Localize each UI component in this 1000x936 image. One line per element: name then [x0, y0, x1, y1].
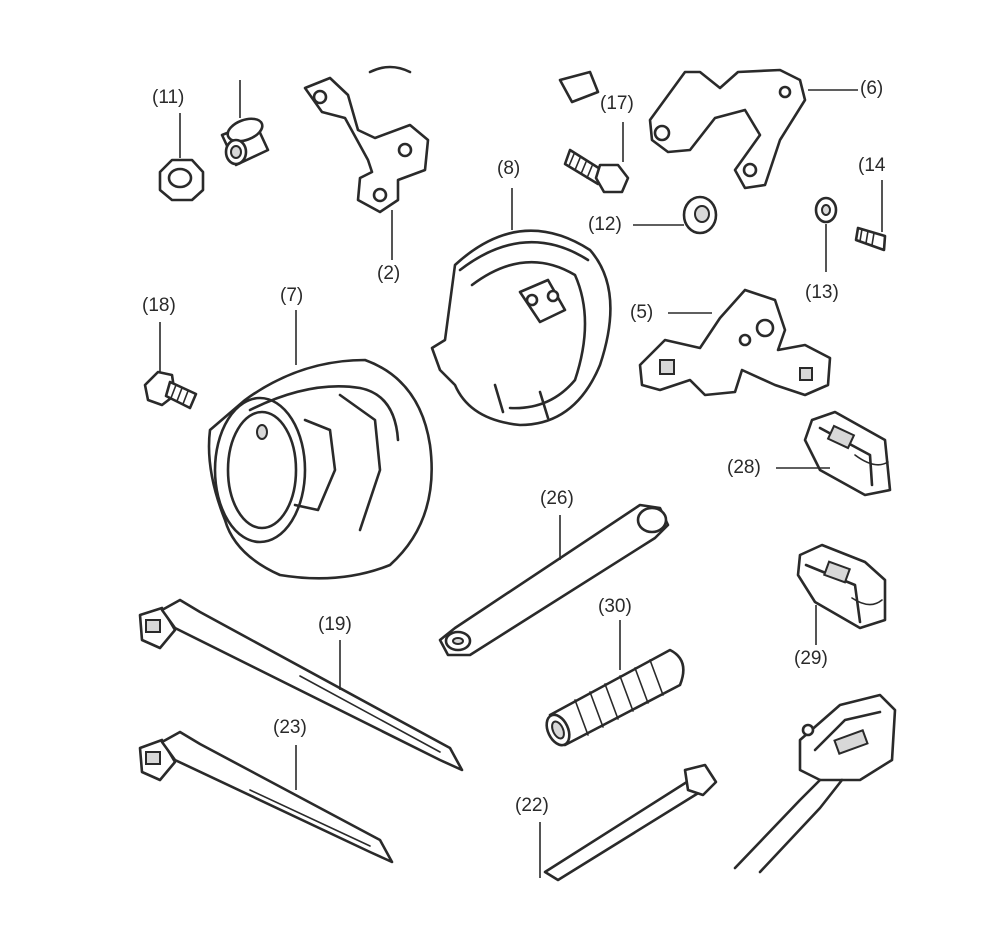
part-29-connector: [796, 543, 887, 645]
part-18-bolt: [143, 322, 198, 410]
label-5: (5): [630, 302, 654, 323]
part-19-cable-tie: [138, 598, 464, 772]
part-23-cable-tie: [138, 730, 394, 864]
part-12-nut: [633, 195, 718, 235]
label-11: (11): [152, 87, 185, 108]
label-29: (29): [794, 648, 828, 669]
part-17-bolt: [563, 122, 630, 194]
label-26: (26): [540, 488, 574, 509]
label-14: (14: [858, 155, 886, 176]
label-19: (19): [318, 614, 352, 635]
label-2: (2): [377, 263, 401, 284]
partial-part-top: [368, 65, 412, 74]
wire-harness-connector: [733, 693, 897, 874]
label-30: (30): [598, 596, 632, 617]
part-13-washer: [814, 196, 838, 272]
part-8-cover: [430, 188, 612, 427]
part-spacer: [220, 80, 270, 167]
part-6-bracket: [558, 68, 858, 190]
part-11-nut: [158, 113, 205, 202]
part-28-connector: [776, 410, 892, 497]
label-22: (22): [515, 795, 549, 816]
label-13: (13): [805, 282, 839, 303]
label-7: (7): [280, 285, 304, 306]
part-7-cover: [207, 310, 433, 580]
label-12: (12): [588, 214, 622, 235]
label-17: (17): [600, 93, 634, 114]
label-6: (6): [860, 78, 884, 99]
label-18: (18): [142, 295, 176, 316]
part-5-bracket: [638, 288, 832, 397]
part-2-bracket: [303, 76, 430, 260]
part-14-bolt: [854, 180, 887, 252]
part-26-spanner: [438, 503, 670, 657]
label-8: (8): [497, 158, 521, 179]
part-22-cable-tie: [539, 763, 718, 882]
part-30-tube: [545, 620, 685, 747]
label-23: (23): [273, 717, 307, 738]
label-28: (28): [727, 457, 761, 478]
